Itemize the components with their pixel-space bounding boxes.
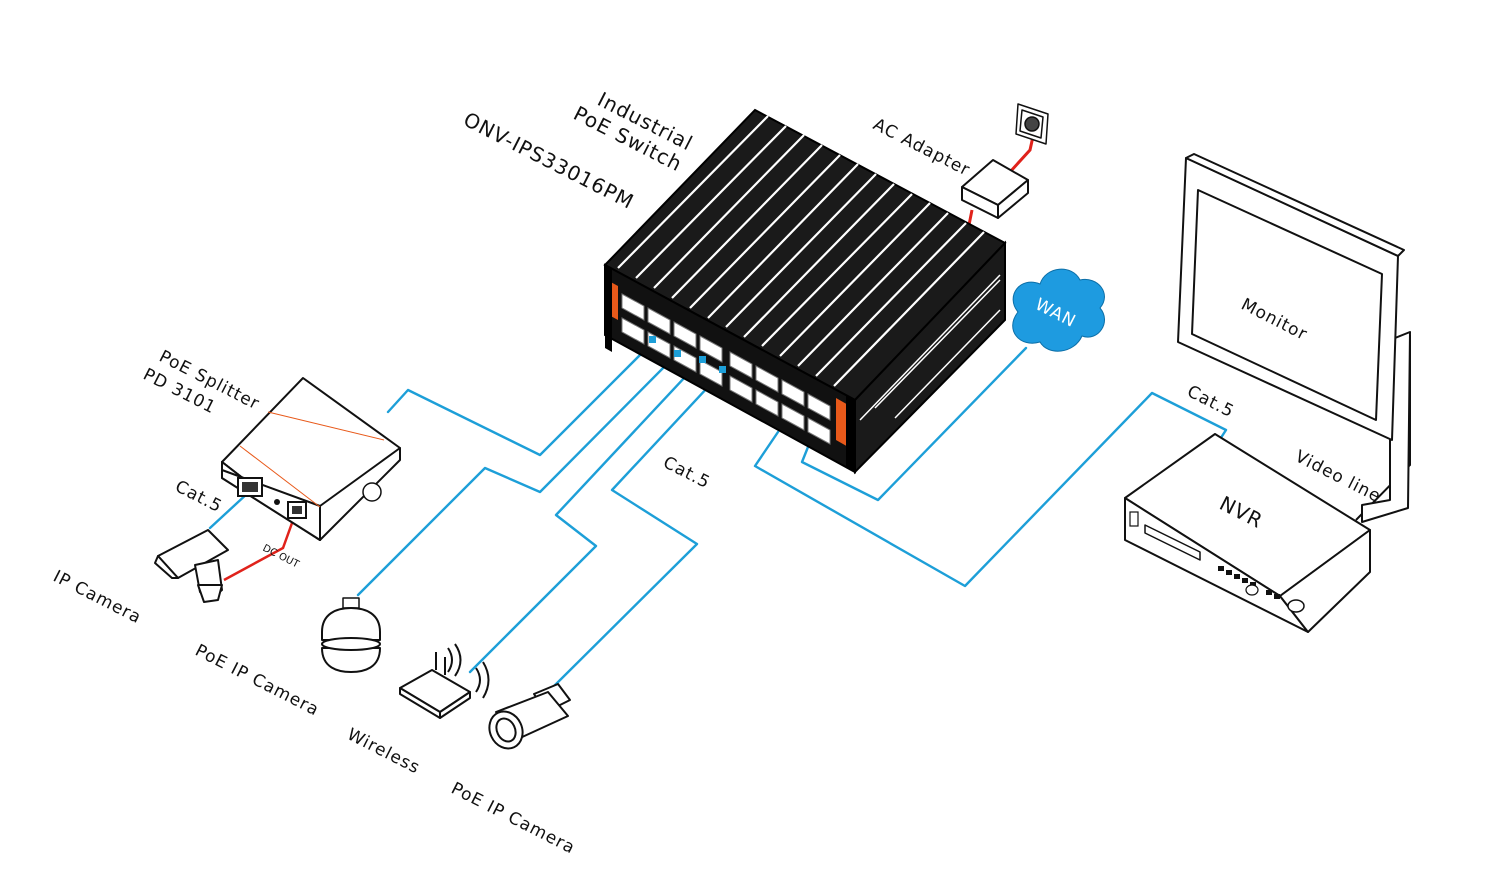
cloud-icon <box>1012 268 1105 352</box>
wireless-router-icon <box>399 643 490 719</box>
cables <box>208 131 1411 697</box>
ip-camera-label: IP Camera <box>50 567 145 629</box>
cat5-splitter-label: Cat.5 <box>172 477 226 518</box>
poe-ip-camera-bullet-label: PoE IP Camera <box>448 779 579 859</box>
cat5-monitor-label: Cat.5 <box>1184 382 1238 423</box>
cable-dome-camera-to-switch <box>356 353 678 597</box>
nvr-icon <box>1124 433 1371 633</box>
monitor-icon <box>1177 153 1411 523</box>
ac-adapter-label: AC Adapter <box>870 115 974 181</box>
cable-splitter-to-ip-camera <box>208 490 251 530</box>
poe-splitter-icon <box>221 377 401 541</box>
poe-ip-camera-dome-label: PoE IP Camera <box>192 641 323 721</box>
cat5-center-label: Cat.5 <box>660 453 714 494</box>
ip-camera-icon <box>154 529 229 603</box>
dome-camera-icon <box>321 597 381 673</box>
wireless-label: Wireless <box>344 725 424 779</box>
cable-switch-to-nvr <box>753 391 1228 588</box>
cable-switch-to-wan <box>800 346 1028 502</box>
switch-icon <box>603 108 1007 475</box>
cable-splitter-to-switch <box>386 341 654 457</box>
ac-adapter-icon <box>961 159 1029 219</box>
bullet-camera-icon <box>488 683 571 750</box>
cable-wireless-to-switch <box>468 359 702 674</box>
power-cable-dc-out <box>223 511 298 582</box>
power-outlet-icon <box>1015 103 1049 145</box>
cable-bullet-camera-to-switch <box>543 370 724 697</box>
